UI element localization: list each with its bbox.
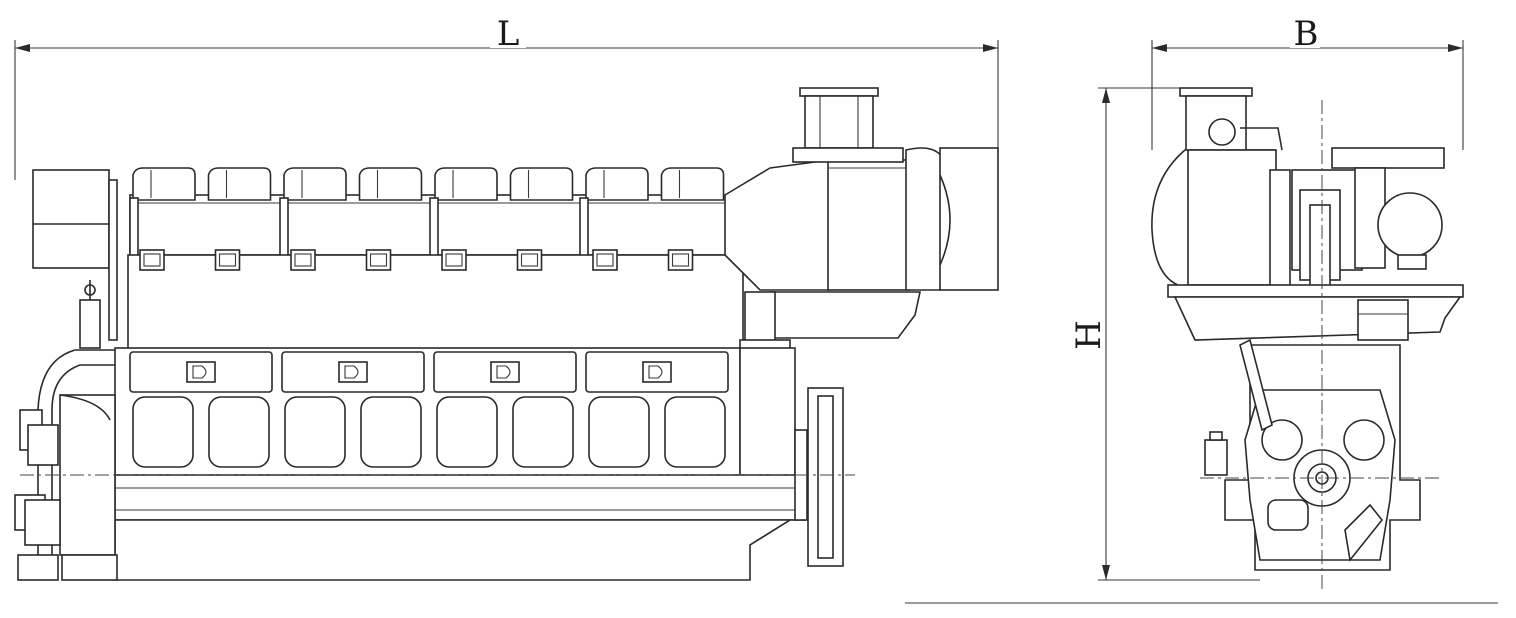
crankcase-door: [588, 396, 650, 468]
rocker-bracket: [290, 249, 316, 271]
crankcase-door: [664, 396, 726, 468]
crankcase-door: [360, 396, 422, 468]
logo-plate: [338, 361, 368, 383]
dimension-breadth: B: [1151, 14, 1464, 150]
head-bolt-post: [429, 197, 439, 259]
oil-sump: [114, 474, 806, 581]
logo-plate: [642, 361, 672, 383]
rocker-bracket-inner: [143, 253, 161, 267]
head-cover: [283, 167, 347, 201]
end-view: B H: [905, 14, 1498, 604]
turbo-end-view: [1151, 147, 1445, 326]
height-label: H: [1069, 320, 1109, 350]
head-bolt-post: [279, 197, 289, 259]
rocker-bracket-inner: [671, 253, 690, 267]
crankcase-door: [512, 396, 574, 468]
rocker-bracket: [667, 249, 694, 271]
rocker-bracket-inner: [369, 253, 388, 267]
head-cover: [132, 167, 196, 201]
crankcase-door: [284, 396, 346, 468]
head-cover: [207, 167, 272, 201]
head-cover: [585, 167, 649, 201]
rocker-bracket-inner: [445, 253, 463, 267]
dimension-height: H: [1068, 87, 1260, 581]
side-view: L: [14, 14, 999, 581]
rocker-bracket-inner: [294, 253, 312, 267]
rocker-bracket-inner: [520, 253, 539, 267]
upper-block: [127, 249, 744, 351]
head-cover: [509, 167, 574, 201]
crankcase-door: [436, 396, 498, 468]
turbocharger: [724, 87, 999, 351]
rocker-bracket-inner: [596, 253, 614, 267]
rocker-bracket: [139, 249, 165, 271]
rocker-bracket: [516, 249, 543, 271]
front-end-auxiliaries: [14, 280, 118, 581]
logo-plate: [186, 361, 216, 383]
rocker-bracket: [441, 249, 467, 271]
head-cover: [660, 167, 725, 201]
end-platform: [1167, 284, 1464, 341]
logo-mark: [344, 365, 359, 379]
rocker-bracket: [592, 249, 618, 271]
rocker-bracket: [214, 249, 241, 271]
logo-mark: [496, 365, 511, 379]
head-cover: [434, 167, 498, 201]
logo-mark: [648, 365, 663, 379]
exhaust-outlet-end: [1179, 87, 1283, 152]
control-box: [32, 169, 118, 341]
crankcase-door: [208, 396, 270, 468]
breadth-label: B: [1294, 14, 1319, 54]
rocker-bracket: [365, 249, 392, 271]
crankcase-end-view: [1204, 338, 1421, 571]
cylinder-head-covers: [129, 167, 739, 259]
logo-mark: [192, 365, 207, 379]
dimension-length: L: [14, 14, 999, 180]
logo-plate: [490, 361, 520, 383]
crankcase: [114, 347, 796, 479]
crankcase-door: [132, 396, 194, 468]
head-cover: [358, 167, 423, 201]
head-bolt-post: [129, 197, 139, 259]
rocker-bracket-inner: [218, 253, 237, 267]
length-label: L: [497, 14, 520, 54]
flywheel: [794, 387, 844, 567]
head-bolt-post: [579, 197, 589, 259]
